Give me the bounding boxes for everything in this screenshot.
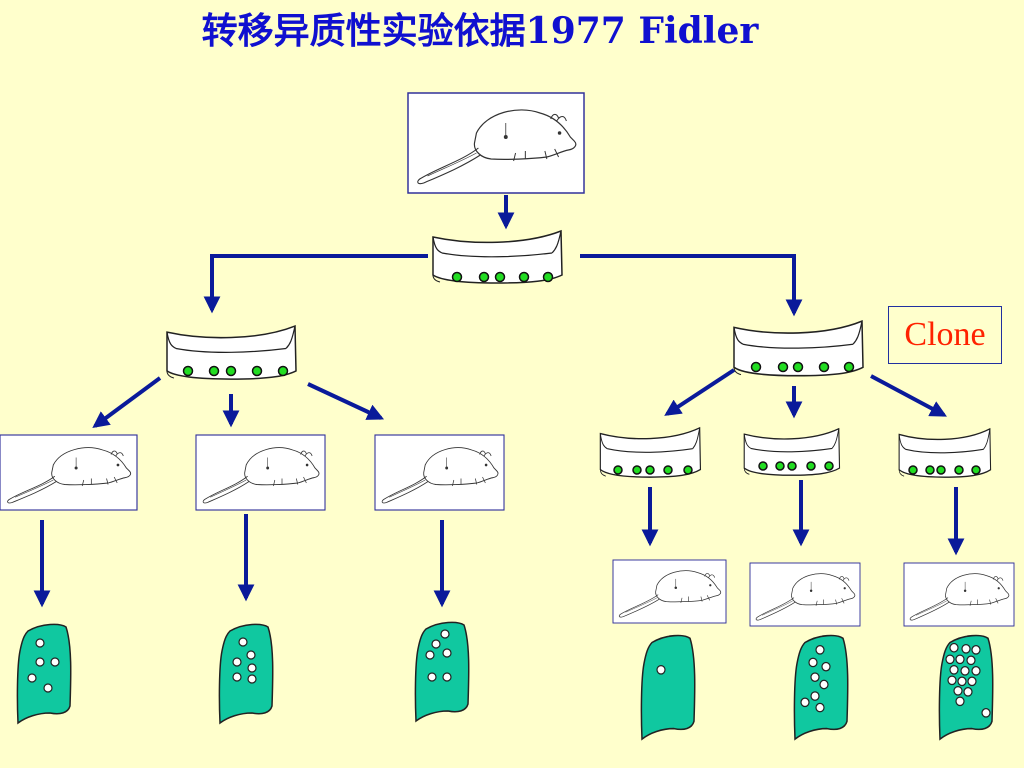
lung-icon [218, 623, 274, 724]
mouse-icon [612, 559, 727, 624]
mouse-icon [903, 562, 1015, 627]
cell-dots [182, 365, 289, 377]
mouse-icon [407, 92, 585, 194]
mouse-icon [0, 434, 138, 511]
cell-dots [613, 461, 981, 475]
lung-icon [938, 634, 994, 740]
arrow-icon [870, 374, 947, 417]
mouse-icon [195, 434, 326, 511]
mouse-icon [749, 562, 861, 627]
mouse-icon [374, 434, 505, 511]
arrow-icon [664, 368, 736, 416]
cell-dots [750, 361, 855, 373]
arrow-icon [92, 376, 162, 428]
page-title: 转移异质性实验依据1977 Fidler [201, 10, 759, 52]
arrow-icon [203, 254, 428, 314]
cell-dots [451, 271, 554, 283]
lung-icon [16, 623, 72, 724]
lung-icon [640, 634, 696, 740]
clone-text: Clone [904, 316, 986, 353]
arrow-icon [307, 382, 385, 420]
lung-icon [414, 621, 470, 722]
arrow-icon [580, 254, 803, 317]
clone-label: Clone [888, 306, 1002, 364]
lung-icon [793, 634, 849, 740]
